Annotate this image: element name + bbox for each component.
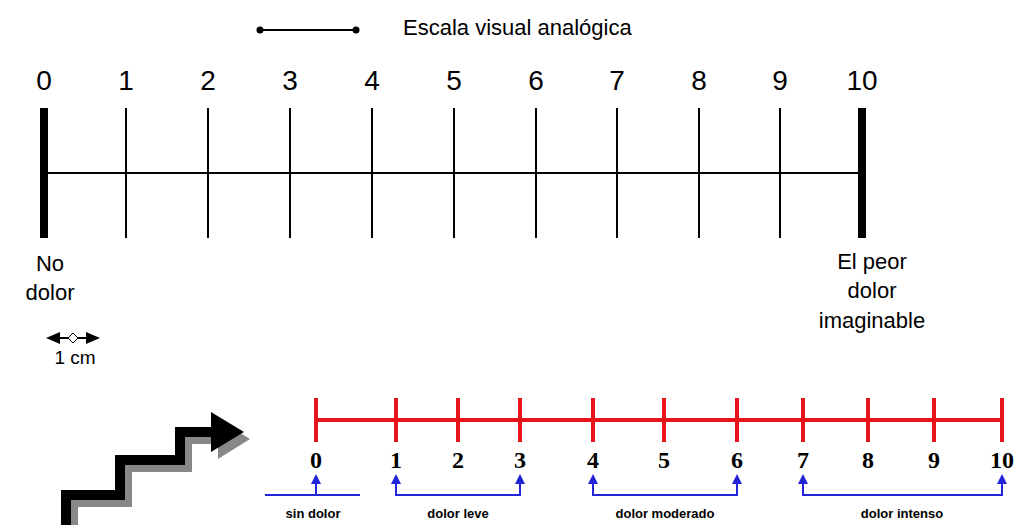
scale-number: 1 (118, 63, 134, 99)
bracket-arrowheads (311, 474, 1007, 484)
scale-number: 6 (528, 63, 544, 99)
scale-number: 0 (310, 445, 322, 476)
scale-number: 8 (691, 63, 707, 99)
numeric-rating-scale (316, 398, 1002, 442)
centimeter-marker (46, 332, 100, 344)
scale-number: 8 (862, 445, 874, 476)
scale-number: 4 (587, 445, 599, 476)
scale-number: 10 (846, 63, 877, 99)
scale-number: 5 (658, 445, 670, 476)
scale-number: 9 (772, 63, 788, 99)
anchor-label: No dolor (10, 249, 90, 307)
anchor-label: El peor dolor imaginable (810, 247, 934, 334)
scale-number: 7 (609, 63, 625, 99)
scale-number: 7 (797, 445, 809, 476)
scale-number: 3 (282, 63, 298, 99)
unit-label: 1 cm (54, 346, 95, 371)
scale-number: 3 (514, 445, 526, 476)
range-label: sin dolor (286, 506, 341, 523)
title-segment (257, 27, 360, 34)
range-brackets (265, 482, 1002, 495)
scale-title: Escala visual analógica (403, 14, 632, 43)
scale-number: 5 (446, 63, 462, 99)
scale-number: 9 (928, 445, 940, 476)
scale-number: 4 (364, 63, 380, 99)
range-label: dolor intenso (861, 506, 943, 523)
range-label: dolor moderado (616, 506, 715, 523)
scale-number: 2 (452, 445, 464, 476)
staircase-arrow (66, 412, 250, 525)
scale-number: 6 (731, 445, 743, 476)
scale-number: 2 (200, 63, 216, 99)
scale-number: 1 (390, 445, 402, 476)
visual-analog-scale (44, 108, 862, 238)
range-label: dolor leve (427, 506, 488, 523)
scale-number: 0 (36, 63, 52, 99)
scale-number: 10 (990, 445, 1014, 476)
